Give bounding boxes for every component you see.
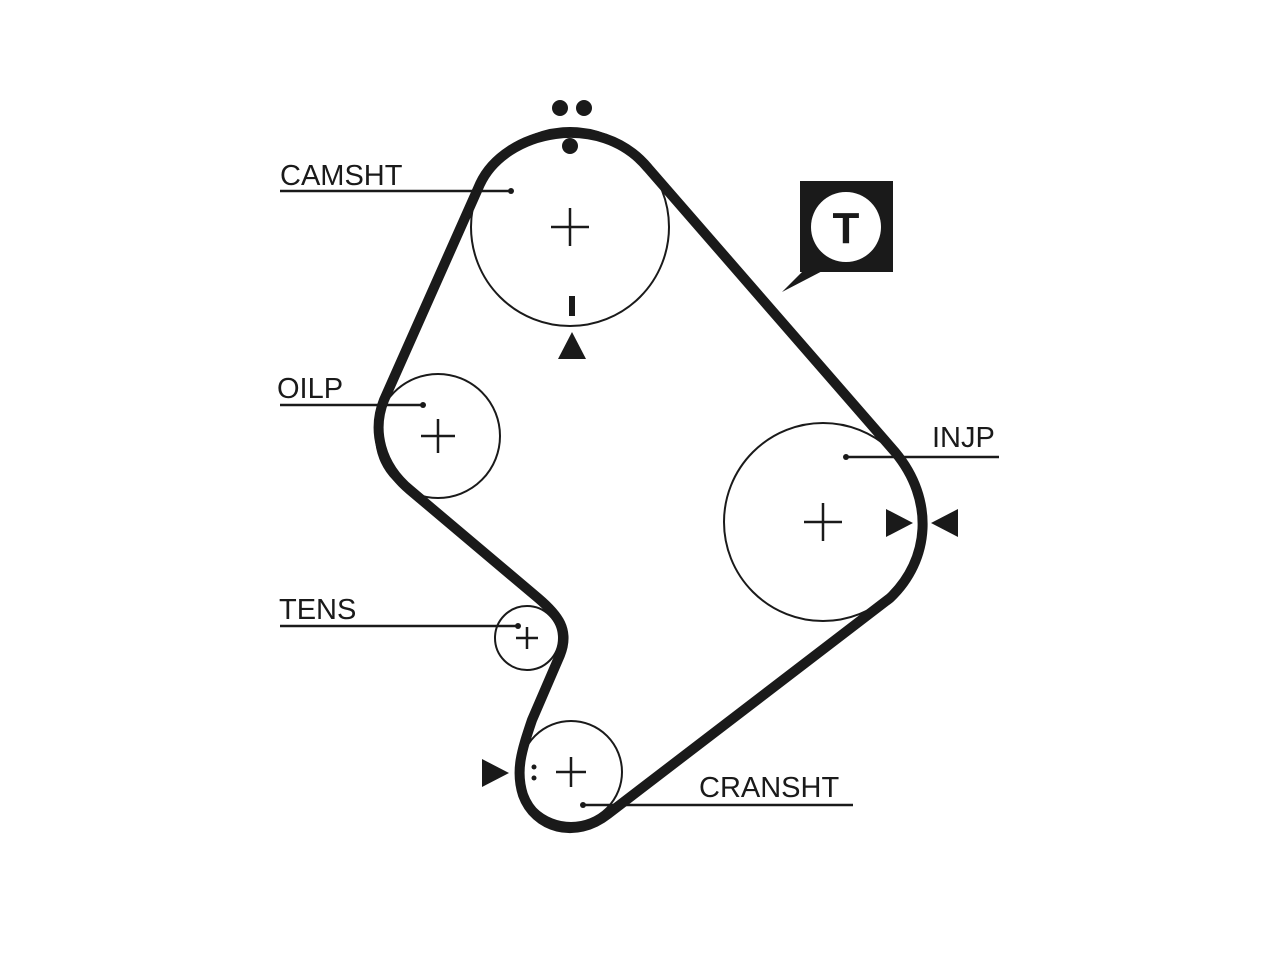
tensioner-badge: T	[782, 181, 893, 292]
injection-pump-label: INJP	[932, 422, 995, 454]
camshaft-timing-arrow	[558, 332, 586, 359]
leader-lines	[280, 189, 999, 807]
leader-dots	[420, 188, 849, 808]
tensioner-badge-letter: T	[833, 204, 860, 253]
crankshaft-timing-mark	[482, 759, 537, 787]
oil-pump-label: OILP	[277, 373, 343, 405]
injection-pump-timing-arrows	[886, 509, 958, 537]
camshaft-timing-tick	[569, 296, 575, 316]
timing-belt	[373, 127, 928, 834]
tensioner-label: TENS	[279, 594, 356, 626]
camshaft-top-dots	[552, 100, 592, 154]
camshaft-label: CAMSHT	[280, 160, 403, 192]
crankshaft-label: CRANSHT	[699, 772, 839, 804]
